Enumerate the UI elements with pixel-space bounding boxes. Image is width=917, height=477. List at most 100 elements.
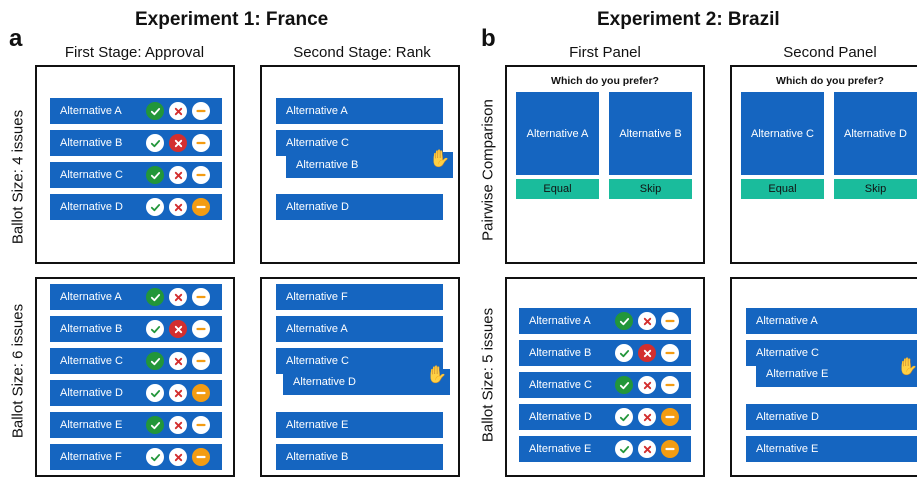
rank-item[interactable]: Alternative A [746,308,917,334]
check-icon[interactable] [146,102,164,120]
ballot-item: Alternative E [50,412,222,438]
check-icon[interactable] [615,344,633,362]
check-icon[interactable] [146,384,164,402]
rank-item[interactable]: Alternative A [276,98,443,124]
x-icon[interactable] [169,288,187,306]
x-icon[interactable] [638,312,656,330]
minus-icon[interactable] [192,320,210,338]
ballot-item-label: Alternative C [60,355,123,367]
minus-icon[interactable] [192,102,210,120]
panel-letter-a: a [9,25,23,52]
ballot-item: Alternative D [519,404,691,430]
rank-item[interactable]: Alternative D [746,404,917,430]
hand-pointer-icon: ✋ [897,357,917,376]
rank-item-label: Alternative C [756,347,819,359]
pair-1-option-right[interactable]: Alternative B [609,92,692,175]
check-icon[interactable] [146,416,164,434]
pairwise-question: Which do you prefer? [551,75,659,87]
minus-icon[interactable] [661,408,679,426]
x-icon[interactable] [169,166,187,184]
equal-button[interactable]: Equal [741,179,824,199]
pair-2-option-left[interactable]: Alternative C [741,92,824,175]
pair-2-option-right[interactable]: Alternative D [834,92,917,175]
ballot-item: Alternative F [50,444,222,470]
equal-button[interactable]: Equal [516,179,599,199]
minus-icon[interactable] [661,376,679,394]
rank-item[interactable]: Alternative E [276,412,443,438]
panel-2-heading: Second Panel [783,44,877,61]
ballot-item-label: Alternative A [529,315,591,327]
skip-button[interactable]: Skip [609,179,692,199]
ballot-item: Alternative C [519,372,691,398]
ballot-item-label: Alternative A [60,291,122,303]
minus-icon[interactable] [192,448,210,466]
minus-icon[interactable] [192,352,210,370]
minus-icon[interactable] [192,416,210,434]
rank-item-label: Alternative A [286,323,348,335]
rank-item[interactable]: Alternative B [276,444,443,470]
check-icon[interactable] [146,166,164,184]
minus-icon[interactable] [661,312,679,330]
minus-icon[interactable] [192,134,210,152]
rank-item-label: Alternative C [286,137,349,149]
minus-icon[interactable] [192,384,210,402]
hand-pointer-icon: ✋ [426,365,448,384]
rank-item[interactable]: Alternative D [283,369,450,395]
check-icon[interactable] [615,312,633,330]
x-icon[interactable] [638,440,656,458]
row-label-5-issues: Ballot Size: 5 issues [479,307,497,443]
ballot-item-label: Alternative F [60,451,122,463]
rank-item-label: Alternative D [293,376,356,388]
check-icon[interactable] [615,440,633,458]
minus-icon[interactable] [192,166,210,184]
x-icon[interactable] [169,416,187,434]
check-icon[interactable] [146,320,164,338]
check-icon[interactable] [615,408,633,426]
pair-1-option-left[interactable]: Alternative A [516,92,599,175]
ballot-item: Alternative C [50,162,222,188]
rank-item[interactable]: Alternative D [276,194,443,220]
rank-item-label: Alternative D [756,411,819,423]
check-icon[interactable] [146,198,164,216]
ballot-item: Alternative E [519,436,691,462]
ballot-item-label: Alternative B [529,347,592,359]
rank-item[interactable]: Alternative E [746,436,917,462]
minus-icon[interactable] [192,198,210,216]
minus-icon[interactable] [661,440,679,458]
rank-item[interactable]: Alternative C [276,130,443,156]
ballot-item-label: Alternative B [60,137,123,149]
check-icon[interactable] [615,376,633,394]
skip-button[interactable]: Skip [834,179,917,199]
row-label-6-issues: Ballot Size: 6 issues [9,303,27,439]
check-icon[interactable] [146,288,164,306]
x-icon[interactable] [169,448,187,466]
x-icon[interactable] [169,198,187,216]
check-icon[interactable] [146,352,164,370]
rank-item-label: Alternative A [286,105,348,117]
x-icon[interactable] [638,408,656,426]
rank-item[interactable]: Alternative A [276,316,443,342]
check-icon[interactable] [146,134,164,152]
x-icon[interactable] [169,134,187,152]
x-icon[interactable] [169,352,187,370]
rank-item[interactable]: Alternative E [756,361,917,387]
stage-1-heading: First Stage: Approval [64,44,205,61]
x-icon[interactable] [169,384,187,402]
rank-item[interactable]: Alternative F [276,284,443,310]
ballot-item-label: Alternative D [60,201,123,213]
x-icon[interactable] [169,320,187,338]
rank-item[interactable]: Alternative B [286,152,453,178]
x-icon[interactable] [638,344,656,362]
ballot-item: Alternative B [50,316,222,342]
ballot-item: Alternative A [50,284,222,310]
minus-icon[interactable] [192,288,210,306]
x-icon[interactable] [638,376,656,394]
rank-item-label: Alternative F [286,291,348,303]
ballot-item-label: Alternative C [529,379,592,391]
check-icon[interactable] [146,448,164,466]
x-icon[interactable] [169,102,187,120]
ballot-item-label: Alternative A [60,105,122,117]
stage-2-heading: Second Stage: Rank [293,44,431,61]
panel-letter-b: b [481,25,496,52]
minus-icon[interactable] [661,344,679,362]
